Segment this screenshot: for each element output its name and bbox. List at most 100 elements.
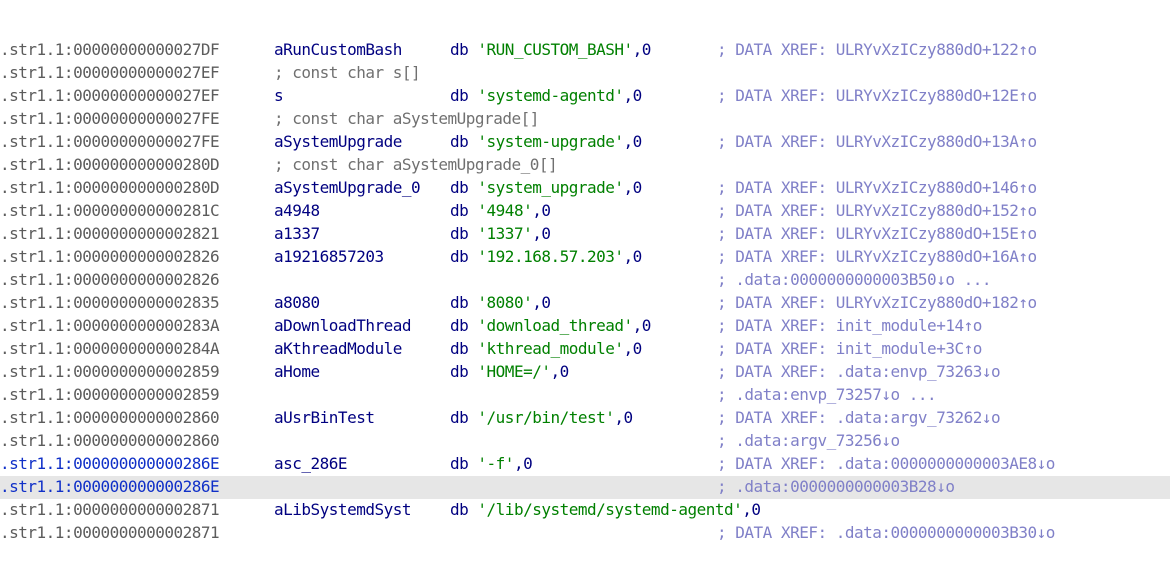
line-address[interactable]: .str1.1:000000000000281C <box>0 201 220 220</box>
listing-line-cursor[interactable]: .str1.1:000000000000286E ; .data:00000000… <box>0 476 1170 499</box>
listing-line[interactable]: .str1.1:0000000000002826 ; .data:00000000… <box>0 269 1170 292</box>
string-literal: 'RUN_CUSTOM_BASH' <box>477 40 633 59</box>
line-address[interactable]: .str1.1:000000000000280D <box>0 178 220 197</box>
operand-gap <box>468 500 477 519</box>
listing-line[interactable]: .str1.1:000000000000280D aSystemUpgrade_0… <box>0 177 1170 200</box>
db-directive-operand: db 'HOME=/',0 <box>450 361 569 383</box>
null-terminator: ,0 <box>532 201 551 220</box>
line-address[interactable]: .str1.1:000000000000286E <box>0 454 220 473</box>
db-directive-operand: db 'RUN_CUSTOM_BASH',0 <box>450 39 651 61</box>
xref-comment[interactable]: ; DATA XREF: init_module+3C↑o <box>717 339 982 358</box>
listing-line[interactable]: .str1.1:00000000000027EF; const char s[] <box>0 62 1170 85</box>
line-address[interactable]: .str1.1:00000000000027EF <box>0 86 220 105</box>
string-label[interactable]: aSystemUpgrade_0 <box>274 178 421 197</box>
xref-comment[interactable]: ; DATA XREF: ULRYvXzICzy880dO+152↑o <box>717 201 1037 220</box>
type-declaration-comment: ; const char aSystemUpgrade[] <box>274 109 539 128</box>
xref-comment[interactable]: ; .data:argv_73256↓o <box>717 431 900 450</box>
string-label[interactable]: aSystemUpgrade <box>274 132 402 151</box>
string-literal: '4948' <box>477 201 533 220</box>
db-directive: db <box>450 178 469 197</box>
xref-comment[interactable]: ; DATA XREF: ULRYvXzICzy880dO+16A↑o <box>717 247 1037 266</box>
string-label[interactable]: s <box>274 86 284 105</box>
listing-line[interactable]: .str1.1:00000000000027FE aSystemUpgrade db… <box>0 131 1170 154</box>
line-address[interactable]: .str1.1:00000000000027EF <box>0 63 220 82</box>
string-label[interactable]: a19216857203 <box>274 247 384 266</box>
string-label[interactable]: aKthreadModule <box>274 339 402 358</box>
line-address[interactable]: .str1.1:000000000000284A <box>0 339 220 358</box>
type-declaration-comment: ; const char aSystemUpgrade_0[] <box>274 155 558 174</box>
string-label[interactable]: a8080 <box>274 293 320 312</box>
line-address[interactable]: .str1.1:0000000000002821 <box>0 224 220 243</box>
null-terminator: ,0 <box>532 224 551 243</box>
line-address[interactable]: .str1.1:0000000000002835 <box>0 293 220 312</box>
line-address[interactable]: .str1.1:00000000000027FE <box>0 132 220 151</box>
xref-comment[interactable]: ; DATA XREF: .data:envp_73263↓o <box>717 362 1001 381</box>
db-directive: db <box>450 339 469 358</box>
string-label[interactable]: aRunCustomBash <box>274 40 402 59</box>
string-literal: '192.168.57.203' <box>477 247 624 266</box>
db-directive: db <box>450 500 469 519</box>
listing-rows: .str1.1:00000000000027DF aRunCustomBash db… <box>0 39 1170 545</box>
listing-line[interactable]: .str1.1:0000000000002859 aHome db 'HOME=/'… <box>0 361 1170 384</box>
listing-line[interactable]: .str1.1:0000000000002835 a8080 db '8080',0… <box>0 292 1170 315</box>
string-label[interactable]: a1337 <box>274 224 320 243</box>
listing-line[interactable]: .str1.1:00000000000027FE ; const char aSy… <box>0 108 1170 131</box>
listing-line[interactable]: .str1.1:000000000000284A aKthreadModule db… <box>0 338 1170 361</box>
line-address[interactable]: .str1.1:0000000000002826 <box>0 270 220 289</box>
xref-comment[interactable]: ; .data:0000000000003B50↓o ... <box>717 270 991 289</box>
listing-line[interactable]: .str1.1:0000000000002860 ; .data:argv_732… <box>0 430 1170 453</box>
xref-comment[interactable]: ; .data:envp_73257↓o ... <box>717 385 937 404</box>
xref-comment[interactable]: ; DATA XREF: ULRYvXzICzy880dO+15E↑o <box>717 224 1037 243</box>
disassembly-listing[interactable]: .str1.1:00000000000027DF aRunCustomBash db… <box>0 0 1170 542</box>
line-address[interactable]: .str1.1:0000000000002860 <box>0 408 220 427</box>
line-address[interactable]: .str1.1:0000000000002860 <box>0 431 220 450</box>
db-directive: db <box>450 362 469 381</box>
string-label[interactable]: a4948 <box>274 201 320 220</box>
listing-line[interactable]: .str1.1:0000000000002871 aLibSystemdSyst d… <box>0 499 1170 522</box>
line-address[interactable]: .str1.1:0000000000002826 <box>0 247 220 266</box>
xref-comment[interactable]: ; DATA XREF: .data:0000000000003AE8↓o <box>717 454 1055 473</box>
line-address[interactable]: .str1.1:00000000000027FE <box>0 109 220 128</box>
xref-comment[interactable]: ; DATA XREF: ULRYvXzICzy880dO+12E↑o <box>717 86 1037 105</box>
string-label[interactable]: aLibSystemdSyst <box>274 500 412 519</box>
xref-comment[interactable]: ; .data:0000000000003B28↓o <box>717 477 955 496</box>
string-label[interactable]: aUsrBinTest <box>274 408 375 427</box>
line-address[interactable]: .str1.1:0000000000002859 <box>0 385 220 404</box>
db-directive: db <box>450 132 469 151</box>
string-label[interactable]: aDownloadThread <box>274 316 412 335</box>
line-address[interactable]: .str1.1:000000000000280D <box>0 155 220 174</box>
string-label[interactable]: aHome <box>274 362 320 381</box>
xref-comment[interactable]: ; DATA XREF: init_module+14↑o <box>717 316 982 335</box>
line-address[interactable]: .str1.1:000000000000283A <box>0 316 220 335</box>
null-terminator: ,0 <box>550 362 569 381</box>
xref-comment[interactable]: ; DATA XREF: ULRYvXzICzy880dO+13A↑o <box>717 132 1037 151</box>
listing-line[interactable]: .str1.1:000000000000281C a4948 db '4948',0… <box>0 200 1170 223</box>
line-address[interactable]: .str1.1:000000000000286E <box>0 477 220 496</box>
xref-comment[interactable]: ; DATA XREF: ULRYvXzICzy880dO+182↑o <box>717 293 1037 312</box>
db-directive-operand: db '8080',0 <box>450 292 551 314</box>
db-directive: db <box>450 201 469 220</box>
line-address[interactable]: .str1.1:0000000000002871 <box>0 500 220 519</box>
line-address[interactable]: .str1.1:0000000000002859 <box>0 362 220 381</box>
listing-line[interactable]: .str1.1:0000000000002871 ; DATA XREF: .da… <box>0 522 1170 545</box>
db-directive-operand: db '/lib/systemd/systemd-agentd',0 <box>450 499 761 521</box>
string-label[interactable]: asc_286E <box>274 454 348 473</box>
line-address[interactable]: .str1.1:00000000000027DF <box>0 40 220 59</box>
listing-line[interactable]: .str1.1:0000000000002859 ; .data:envp_732… <box>0 384 1170 407</box>
null-terminator: ,0 <box>632 40 652 59</box>
xref-comment[interactable]: ; DATA XREF: ULRYvXzICzy880dO+146↑o <box>717 178 1037 197</box>
line-address[interactable]: .str1.1:0000000000002871 <box>0 523 220 542</box>
listing-line[interactable]: .str1.1:000000000000280D ; const char aSy… <box>0 154 1170 177</box>
xref-comment[interactable]: ; DATA XREF: .data:argv_73262↓o <box>717 408 1001 427</box>
db-directive: db <box>450 454 469 473</box>
listing-line[interactable]: .str1.1:00000000000027DF aRunCustomBash db… <box>0 39 1170 62</box>
db-directive: db <box>450 293 469 312</box>
xref-comment[interactable]: ; DATA XREF: ULRYvXzICzy880dO+122↑o <box>717 40 1037 59</box>
xref-comment[interactable]: ; DATA XREF: .data:0000000000003B30↓o <box>717 523 1055 542</box>
